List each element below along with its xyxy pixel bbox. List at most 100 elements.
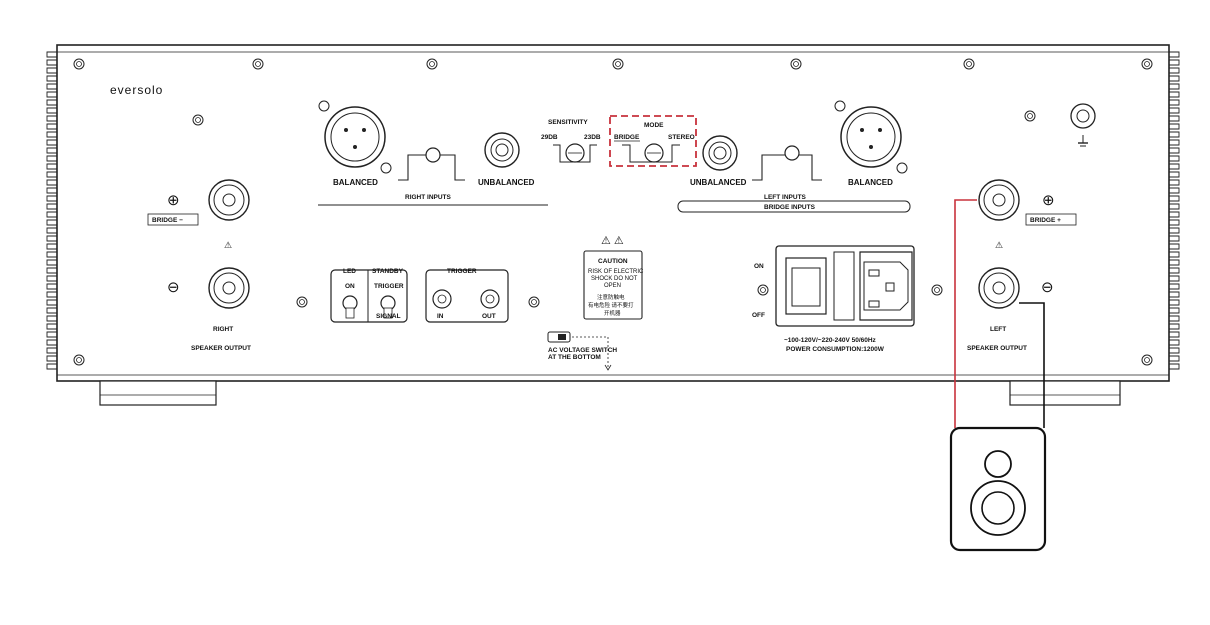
left-balanced-xlr — [834, 100, 908, 174]
heatsink-fin — [46, 171, 57, 178]
heatsink-fin — [1169, 163, 1180, 170]
left-balanced-label: BALANCED — [848, 178, 893, 187]
left-warning-icon: ⚠ — [995, 240, 1003, 250]
heatsink-fin — [46, 355, 57, 362]
trigger-panel — [425, 269, 509, 323]
caution-line2: SHOCK DO NOT — [591, 276, 638, 282]
heatsink-fin — [1169, 123, 1180, 130]
screw — [931, 284, 943, 296]
led-on-label: ON — [345, 283, 355, 290]
trigger-in-label: IN — [437, 313, 444, 320]
heatsink-fin — [1169, 107, 1180, 114]
right-subtitle: SPEAKER OUTPUT — [191, 345, 251, 352]
heatsink-fin — [1169, 339, 1180, 346]
screw — [252, 58, 264, 70]
heatsink-fin — [1169, 355, 1180, 362]
heatsink-fin — [1169, 187, 1180, 194]
mode-highlight-box — [609, 115, 697, 167]
mode-stereo: STEREO — [668, 134, 695, 141]
heatsink-fin — [46, 155, 57, 162]
caution-cn3: 开机器 — [604, 309, 621, 317]
heatsink-fin — [1169, 283, 1180, 290]
screw — [73, 58, 85, 70]
mode-bridge: BRIDGE — [614, 134, 640, 141]
left-bridge-label: BRIDGE + — [1030, 217, 1061, 224]
heatsink-fin — [46, 235, 57, 242]
heatsink-fin — [46, 267, 57, 274]
heatsink-fin — [46, 251, 57, 258]
bridge-inputs-label: BRIDGE INPUTS — [764, 204, 816, 211]
heatsink-fin — [46, 59, 57, 66]
foot-left — [99, 380, 217, 406]
standby-trigger-label: TRIGGER — [374, 283, 404, 290]
heatsink-fin — [1169, 179, 1180, 186]
power-off-label: OFF — [752, 312, 765, 319]
left-unbalanced-rca — [702, 135, 738, 171]
heatsink-fin — [46, 291, 57, 298]
heatsink-fin — [1169, 115, 1180, 122]
heatsink-fin — [1169, 83, 1180, 90]
screw — [73, 354, 85, 366]
heatsink-fin — [46, 203, 57, 210]
heatsink-fin — [46, 283, 57, 290]
heatsink-fin — [46, 179, 57, 186]
heatsink-fin — [46, 227, 57, 234]
right-bridge-label: BRIDGE − — [152, 217, 183, 224]
heatsink-fin — [1169, 67, 1180, 74]
heatsink-fin — [46, 139, 57, 146]
heatsink-fin — [1169, 195, 1180, 202]
heatsink-fin — [46, 75, 57, 82]
heatsink-fin — [46, 219, 57, 226]
caution-line3: OPEN — [604, 283, 621, 289]
left-subtitle: SPEAKER OUTPUT — [967, 345, 1027, 352]
ac-switch-line1: AC VOLTAGE SWITCH — [548, 347, 617, 354]
heatsink-fin — [1169, 331, 1180, 338]
left-inputs-title: LEFT INPUTS — [764, 194, 807, 201]
trigger-out-label: OUT — [482, 313, 496, 320]
heatsink-fin — [1169, 203, 1180, 210]
heatsink-fin — [1169, 299, 1180, 306]
heatsink-fin — [1169, 171, 1180, 178]
caution-cn1: 注意防触电 — [597, 293, 625, 301]
right-balanced-xlr — [318, 100, 392, 174]
screw — [1024, 110, 1036, 122]
heatsink-fin — [1169, 91, 1180, 98]
mode-title: MODE — [644, 122, 664, 129]
heatsink-fin — [1169, 155, 1180, 162]
bridge-inputs-box — [677, 200, 911, 213]
heatsink-fin — [46, 91, 57, 98]
heatsink-fin — [46, 99, 57, 106]
left-input-switch — [752, 145, 822, 181]
heatsink-fin — [46, 163, 57, 170]
right-unbalanced-rca — [484, 132, 520, 168]
screw — [296, 296, 308, 308]
right-warning-icon: ⚠ — [224, 240, 232, 250]
power-consumption: POWER CONSUMPTION:1200W — [786, 346, 885, 353]
sensitivity-high: 23DB — [584, 134, 601, 141]
heatsink-fin — [1169, 99, 1180, 106]
heatsink-fin — [46, 123, 57, 130]
right-plus-symbol: ⊕ — [167, 192, 180, 209]
led-toggle — [342, 295, 358, 319]
right-bridge-box — [147, 213, 199, 226]
led-label: LED — [343, 268, 356, 275]
caution-box — [583, 250, 643, 320]
left-minus-terminal — [978, 267, 1020, 309]
sensitivity-toggle — [553, 143, 597, 163]
screw — [757, 284, 769, 296]
heatsink-fin — [1169, 147, 1180, 154]
sensitivity-title: SENSITIVITY — [548, 119, 588, 126]
screw — [528, 296, 540, 308]
heatsink-fin — [46, 275, 57, 282]
trigger-group-label: TRIGGER — [447, 268, 477, 275]
fuse-holder — [833, 251, 855, 321]
sensitivity-low: 29DB — [541, 134, 558, 141]
heatsink-fin — [46, 323, 57, 330]
black-speaker-cable — [1019, 302, 1045, 428]
heatsink-fin — [1169, 51, 1180, 58]
heatsink-fin — [46, 315, 57, 322]
right-balanced-label: BALANCED — [333, 178, 378, 187]
standby-toggle — [380, 295, 396, 319]
foot-right — [1009, 380, 1121, 406]
